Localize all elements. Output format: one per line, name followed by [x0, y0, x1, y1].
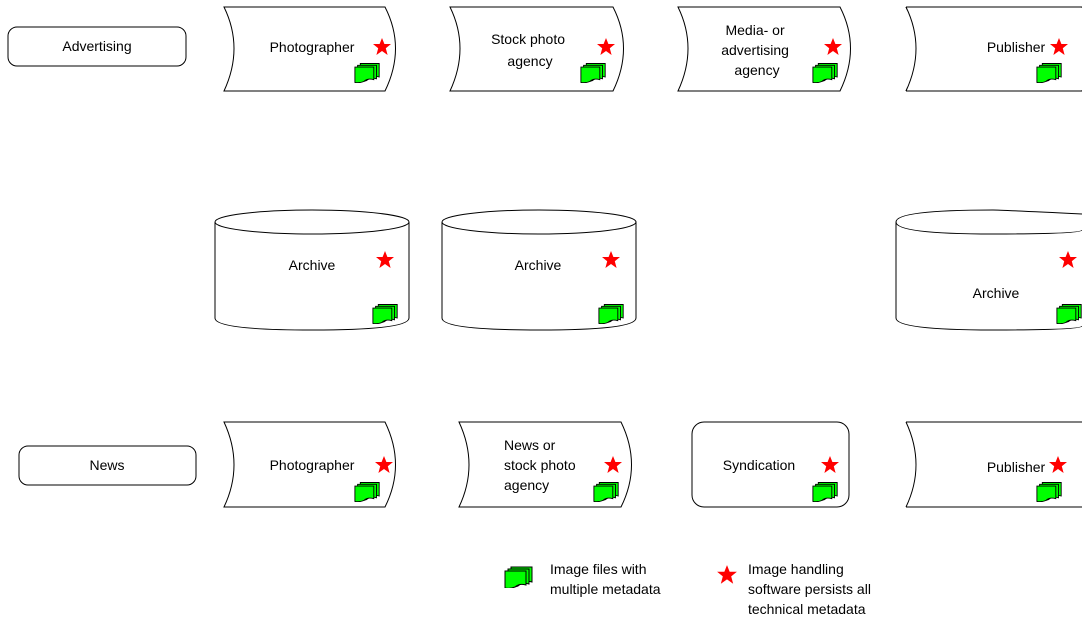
row-news: News Photographer News or stock photo ag… [18, 421, 1082, 508]
image-stack-icon [1036, 482, 1062, 502]
legend-item-image-files: Image files with multiple metadata [504, 561, 661, 597]
archive-label: Archive [289, 257, 336, 273]
node-label: Publisher [987, 459, 1046, 475]
node-label: Photographer [270, 457, 355, 473]
process-node-syndication: Syndication [691, 421, 850, 508]
archive-cylinder-2: Archive [441, 209, 637, 331]
legend: Image files with multiple metadata Image… [504, 561, 875, 617]
archive-label: Archive [973, 285, 1020, 301]
row-archives: Archive Archive Archive [214, 209, 1082, 331]
news-label: News [89, 457, 124, 473]
news-label-box: News [18, 445, 197, 486]
advertising-label-box: Advertising [7, 26, 187, 67]
star-icon [717, 565, 737, 584]
legend-label: Image files with multiple metadata [550, 561, 661, 597]
legend-item-software: Image handling software persists all tec… [717, 561, 875, 617]
process-node-media-advertising-agency: Media- or advertising agency [677, 6, 851, 92]
archive-label: Archive [515, 257, 562, 273]
node-label: Media- or advertising agency [721, 22, 793, 78]
star-icon [1059, 251, 1077, 268]
node-label: Publisher [987, 39, 1046, 55]
process-node-stock-photo-agency: Stock photo agency [449, 6, 624, 92]
node-label: Stock photo agency [491, 31, 569, 69]
node-label: Photographer [270, 39, 355, 55]
archive-cylinder-3: Archive [895, 209, 1082, 331]
process-node-photographer-advertising: Photographer [223, 6, 396, 92]
star-icon [1049, 456, 1067, 473]
process-node-news-stock-photo-agency: News or stock photo agency [458, 421, 632, 508]
process-node-publisher-advertising: Publisher [905, 6, 1082, 92]
image-stack-icon [1056, 304, 1082, 324]
image-stack-icon [504, 566, 533, 588]
node-label: Syndication [723, 457, 795, 473]
process-node-photographer-news: Photographer [223, 421, 396, 508]
node-label: News or stock photo agency [504, 437, 580, 493]
advertising-label: Advertising [62, 38, 131, 54]
archive-cylinder-1: Archive [214, 209, 410, 331]
row-advertising: Advertising Photographer Stock photo age… [7, 6, 1082, 92]
legend-label: Image handling software persists all tec… [748, 561, 875, 617]
process-node-publisher-news: Publisher [905, 421, 1082, 508]
